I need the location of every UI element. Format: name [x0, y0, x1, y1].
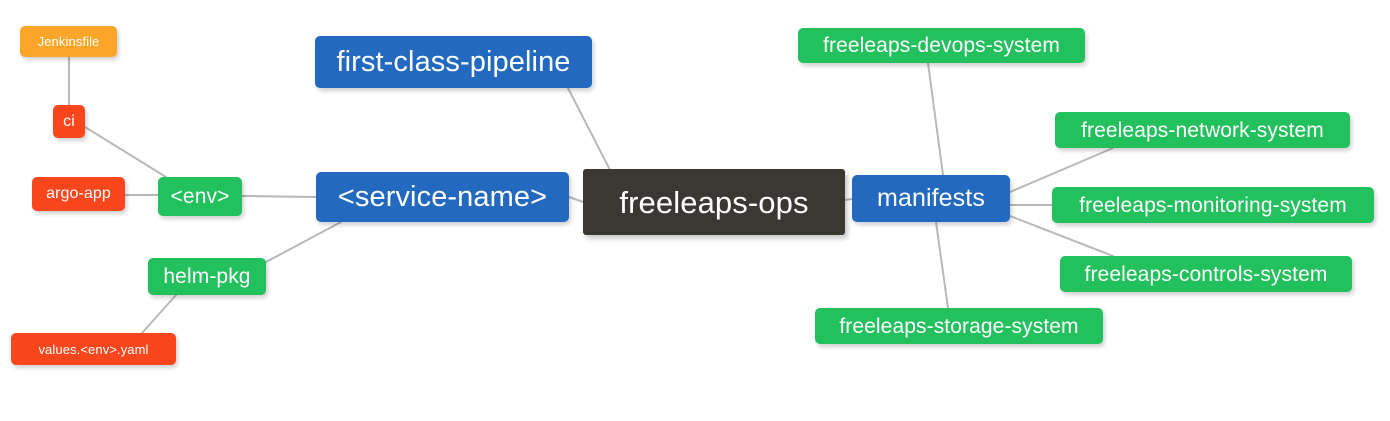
- mindmap-node-freeleaps-network-system[interactable]: freeleaps-network-system: [1055, 112, 1350, 148]
- mindmap-node-first-class-pipeline[interactable]: first-class-pipeline: [315, 36, 592, 88]
- mindmap-node-manifests[interactable]: manifests: [852, 175, 1010, 222]
- mindmap-node-argo-app[interactable]: argo-app: [32, 177, 125, 211]
- edge-service-name-to-env: [241, 195, 317, 198]
- edge-helm-pkg-to-values-env-yaml: [141, 294, 177, 334]
- edge-env-to-ci: [84, 126, 167, 178]
- mindmap-node-freeleaps-controls-system[interactable]: freeleaps-controls-system: [1060, 256, 1352, 292]
- edge-freeleaps-ops-to-first-class-pipeline: [567, 87, 612, 173]
- mindmap-node-jenkinsfile[interactable]: Jenkinsfile: [20, 26, 117, 57]
- edge-manifests-to-freeleaps-devops-system: [927, 62, 944, 176]
- edge-manifests-to-freeleaps-network-system: [1009, 147, 1114, 193]
- mindmap-node-values-env-yaml[interactable]: values.<env>.yaml: [11, 333, 176, 365]
- edge-freeleaps-ops-to-service-name: [568, 196, 584, 203]
- mindmap-node-freeleaps-ops[interactable]: freeleaps-ops: [583, 169, 845, 235]
- edge-freeleaps-ops-to-manifests: [844, 198, 853, 201]
- edge-service-name-to-helm-pkg: [265, 221, 342, 263]
- mindmap-node-helm-pkg[interactable]: helm-pkg: [148, 258, 266, 295]
- mindmap-node-env[interactable]: <env>: [158, 177, 242, 216]
- mindmap-node-ci[interactable]: ci: [53, 105, 85, 138]
- edge-manifests-to-freeleaps-storage-system: [935, 221, 949, 309]
- mindmap-node-freeleaps-monitoring-system[interactable]: freeleaps-monitoring-system: [1052, 187, 1374, 223]
- mindmap-node-service-name[interactable]: <service-name>: [316, 172, 569, 222]
- mindmap-node-freeleaps-devops-system[interactable]: freeleaps-devops-system: [798, 28, 1085, 63]
- mindmap-node-freeleaps-storage-system[interactable]: freeleaps-storage-system: [815, 308, 1103, 344]
